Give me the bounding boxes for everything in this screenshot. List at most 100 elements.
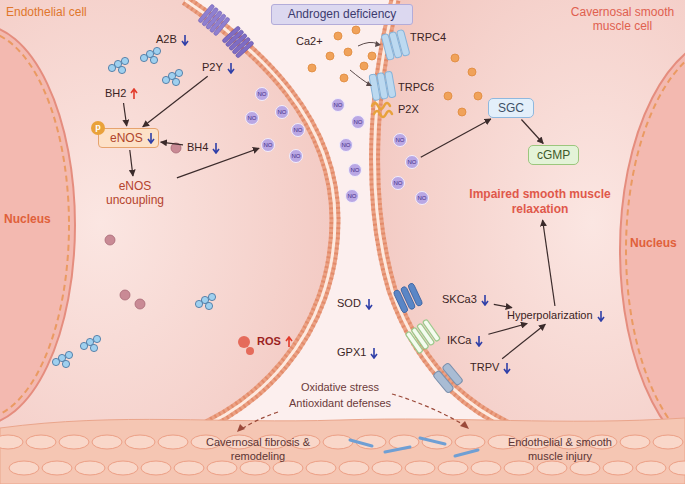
bh2-molecule — [52, 351, 72, 367]
arrow-connector — [488, 324, 527, 335]
tissue-cell — [0, 435, 23, 449]
skca3-channel — [393, 282, 423, 313]
molecule-atom — [108, 64, 115, 71]
free-label: P2X — [398, 102, 419, 116]
decrease-arrow — [481, 294, 489, 306]
molecule-atom — [208, 293, 215, 300]
label-text: TRPC6 — [398, 81, 434, 93]
dashed-arrowhead — [237, 421, 469, 432]
bh4-molecule — [135, 299, 145, 309]
free-label: Cavernosal smooth muscle cell — [566, 5, 679, 33]
decrease-arrow-path — [482, 295, 488, 305]
free-label: Oxidative stress — [280, 380, 400, 394]
node-text: NO — [276, 106, 288, 118]
label-text: Nucleus — [4, 212, 51, 226]
connectors — [124, 76, 555, 359]
label-text: P2X — [398, 103, 419, 115]
node-text: SGC — [498, 101, 524, 115]
arrow-connector — [124, 103, 127, 126]
bh4-molecules — [105, 143, 181, 309]
nitric-oxide-circle: NO — [245, 111, 259, 125]
label-text: Endothelial cell — [6, 5, 87, 19]
arrow-connector — [543, 220, 555, 306]
fibrosis-streaks — [350, 438, 478, 456]
calcium-influx-arrow — [350, 42, 378, 84]
receptor-label: P2Y — [200, 60, 238, 75]
free-label: Antioxidant defenses — [275, 396, 405, 410]
nitric-oxide-circle: NO — [331, 98, 345, 112]
molecule-atom — [93, 335, 100, 342]
label-text: Ca2+ — [296, 35, 323, 47]
nitric-oxide-circle: NO — [348, 163, 362, 177]
node-text: TRPV — [470, 361, 499, 374]
tissue-cell — [9, 461, 39, 475]
free-label: Endothelial & smooth muscle injury — [494, 435, 626, 463]
molecule-atom — [162, 76, 169, 83]
enzyme-label: GPX1 — [335, 345, 381, 360]
calcium-ion — [451, 54, 459, 62]
node-text: Hyperpolarization — [507, 309, 593, 322]
decrease-arrow — [227, 62, 235, 74]
tissue-cell — [620, 435, 650, 449]
calcium-ion — [334, 32, 342, 40]
arrow-connector — [143, 76, 208, 127]
tissue-cell — [75, 461, 105, 475]
molecule-atom — [153, 47, 160, 54]
free-label: Cavernosal fibrosis & remodeling — [183, 435, 333, 463]
node-text: GPX1 — [337, 346, 366, 359]
free-label: TRPC6 — [398, 80, 434, 94]
decorations — [52, 26, 482, 368]
node-text: IKCa — [447, 334, 471, 347]
decrease-arrow — [475, 335, 483, 347]
node-text: NO — [332, 99, 344, 111]
nucleus-shape — [0, 25, 75, 425]
tissue-cell — [570, 461, 600, 475]
nitric-oxide-circle: NO — [393, 133, 407, 147]
node-text: NO — [416, 192, 428, 204]
calcium-ion — [326, 52, 334, 60]
calcium-ion — [352, 26, 360, 34]
arrow-connector — [521, 119, 543, 143]
trpv-channel — [433, 362, 464, 393]
title-banner: Androgen deficiency — [271, 4, 414, 25]
node-text: NO — [392, 177, 404, 189]
arrow-connector — [494, 304, 512, 307]
tissue-cell — [26, 435, 56, 449]
nitric-oxide-circle: NO — [255, 87, 269, 101]
molecule-label: BH2 — [103, 86, 141, 101]
tissue-cell — [603, 461, 633, 475]
tissue-cell — [669, 461, 685, 475]
node-text: NO — [256, 88, 268, 100]
tissue-cell — [108, 461, 138, 475]
tissue-cell — [504, 461, 534, 475]
tissue-cell — [636, 461, 666, 475]
increase-arrow — [130, 88, 138, 100]
molecule-atom — [172, 78, 179, 85]
title-text: Androgen deficiency — [288, 7, 397, 21]
molecule-atom — [140, 54, 147, 61]
nuclear-envelope — [0, 31, 69, 419]
decrease-arrow-path — [476, 336, 482, 346]
tissue-cell — [141, 461, 171, 475]
arrow-connector — [502, 324, 545, 359]
bh2-molecule — [162, 69, 182, 85]
tissue-cell — [323, 435, 353, 449]
node-text: NO — [352, 116, 364, 128]
calcium-ion — [468, 68, 476, 76]
tissue-cell — [339, 461, 369, 475]
node-text: cGMP — [537, 148, 570, 162]
molecule-atom — [150, 56, 157, 63]
messenger-box: cGMP — [528, 145, 579, 165]
tissue-cell — [207, 461, 237, 475]
calcium-ion — [360, 62, 368, 70]
node-text: NO — [406, 156, 418, 168]
calcium-ion — [308, 64, 316, 72]
nucleus-shape — [620, 35, 685, 465]
node-text: NO — [292, 124, 304, 136]
nitric-oxide-circle: NO — [339, 138, 353, 152]
tissue-cell — [42, 461, 72, 475]
molecule-atom — [65, 351, 72, 358]
tissue-cell — [438, 461, 468, 475]
nitric-oxide-circle: NO — [415, 191, 429, 205]
